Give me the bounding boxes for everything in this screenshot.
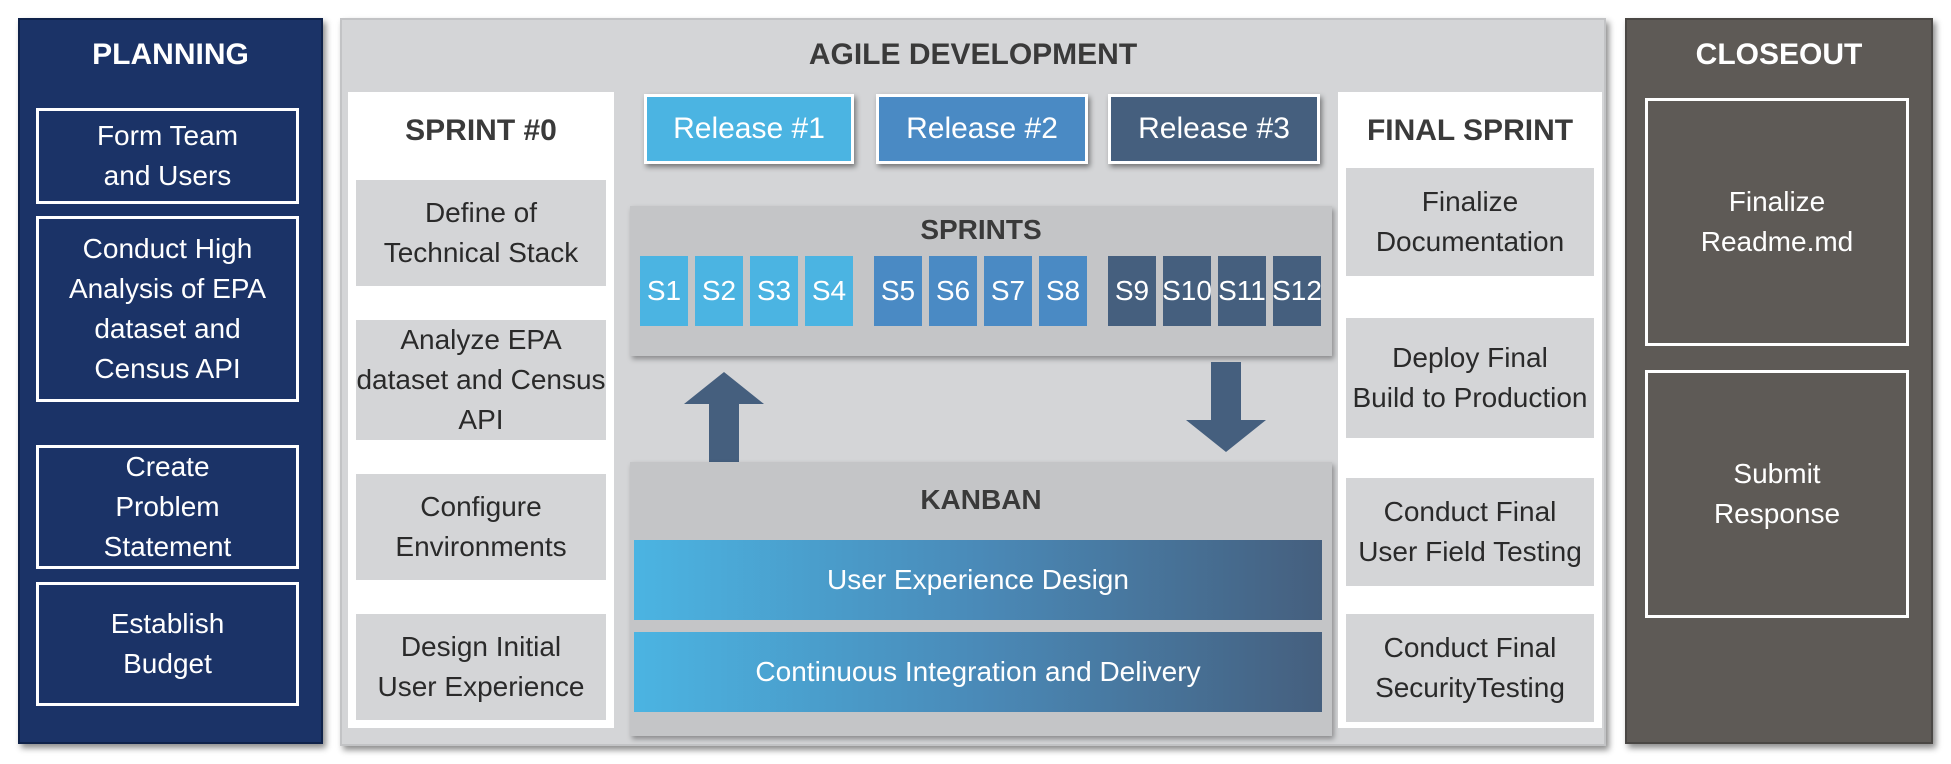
kanban-box: KANBAN User Experience Design Continuous… bbox=[630, 462, 1332, 736]
planning-item-problem-statement: Create Problem Statement bbox=[36, 445, 299, 569]
release-1-box: Release #1 bbox=[644, 94, 854, 164]
sprint-s7: S7 bbox=[984, 256, 1032, 326]
kanban-bar-ci-cd: Continuous Integration and Delivery bbox=[634, 632, 1322, 712]
planning-item-establish-budget: Establish Budget bbox=[36, 582, 299, 706]
sprint-s2: S2 bbox=[695, 256, 743, 326]
final-sprint-item-security-testing: Conduct Final SecurityTesting bbox=[1346, 614, 1594, 722]
sprint-s9: S9 bbox=[1108, 256, 1156, 326]
closeout-panel: CLOSEOUT Finalize Readme.md Submit Respo… bbox=[1625, 18, 1933, 744]
sprint-s8: S8 bbox=[1039, 256, 1087, 326]
planning-title: PLANNING bbox=[92, 38, 249, 71]
release-2-box: Release #2 bbox=[876, 94, 1088, 164]
sprints-title: SPRINTS bbox=[920, 214, 1042, 245]
arrow-down-icon bbox=[1186, 362, 1266, 452]
sprint-s3: S3 bbox=[750, 256, 798, 326]
kanban-bar-ux-design: User Experience Design bbox=[634, 540, 1322, 620]
closeout-title: CLOSEOUT bbox=[1695, 38, 1863, 71]
sprint-s1: S1 bbox=[640, 256, 688, 326]
release-3-box: Release #3 bbox=[1108, 94, 1320, 164]
sprint0-item-technical-stack: Define of Technical Stack bbox=[356, 180, 606, 286]
sprint0-title: SPRINT #0 bbox=[405, 114, 557, 147]
sprint-s6: S6 bbox=[929, 256, 977, 326]
agile-title: AGILE DEVELOPMENT bbox=[808, 38, 1138, 71]
closeout-item-readme: Finalize Readme.md bbox=[1645, 98, 1909, 346]
kanban-title: KANBAN bbox=[920, 484, 1042, 515]
sprint-s5: S5 bbox=[874, 256, 922, 326]
sprint-s11: S11 bbox=[1218, 256, 1266, 326]
sprint-s10: S10 bbox=[1162, 256, 1212, 326]
final-sprint-item-documentation: Finalize Documentation bbox=[1346, 168, 1594, 276]
sprint0-item-configure-environments: Configure Environments bbox=[356, 474, 606, 580]
final-sprint-item-user-testing: Conduct Final User Field Testing bbox=[1346, 478, 1594, 586]
sprint-s4: S4 bbox=[805, 256, 853, 326]
sprint0-item-analyze-epa: Analyze EPA dataset and Census API bbox=[356, 320, 606, 440]
agile-development-panel: AGILE DEVELOPMENT SPRINT #0 Define of Te… bbox=[340, 18, 1606, 746]
planning-panel: PLANNING Form Team and Users Conduct Hig… bbox=[18, 18, 323, 744]
final-sprint-title: FINAL SPRINT bbox=[1366, 114, 1574, 147]
planning-item-conduct-analysis: Conduct High Analysis of EPA dataset and… bbox=[36, 216, 299, 402]
sprint0-item-design-ux: Design Initial User Experience bbox=[356, 614, 606, 720]
sprint0-column: SPRINT #0 Define of Technical Stack Anal… bbox=[348, 92, 614, 728]
planning-item-form-team: Form Team and Users bbox=[36, 108, 299, 204]
final-sprint-column: FINAL SPRINT Finalize Documentation Depl… bbox=[1338, 92, 1602, 728]
closeout-item-submit: Submit Response bbox=[1645, 370, 1909, 618]
arrow-up-icon bbox=[684, 372, 764, 462]
sprint-s12: S12 bbox=[1272, 256, 1322, 326]
final-sprint-item-deploy: Deploy Final Build to Production bbox=[1346, 318, 1594, 438]
sprints-box: SPRINTS S1 S2 S3 S4 S5 S6 S7 S8 S9 S10 S… bbox=[630, 206, 1332, 356]
